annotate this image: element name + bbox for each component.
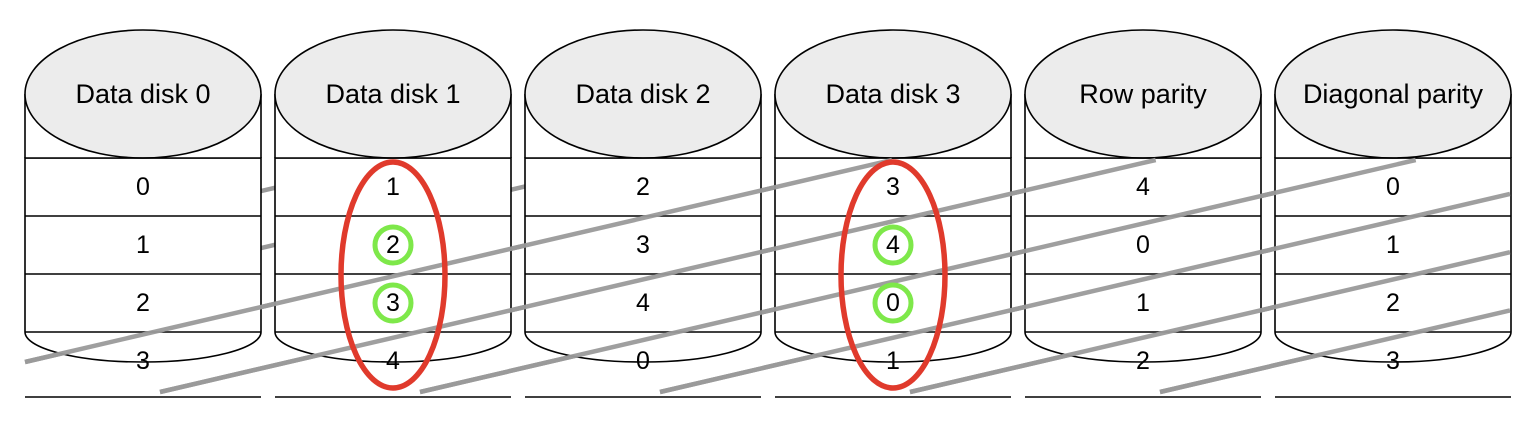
failed-disk-marker: [338, 159, 448, 391]
block-value: 2: [636, 173, 650, 201]
disk-4: Row parity 4 0 1 2: [1024, 29, 1262, 398]
recovered-block-marker: [872, 282, 914, 324]
block-value: 4: [886, 231, 900, 259]
diagonal-line-overlay: [419, 157, 1417, 395]
block-value: 0: [886, 289, 900, 317]
disk-body: [274, 157, 512, 363]
disk-label: Diagonal parity: [1303, 79, 1484, 109]
disk-body: [24, 157, 262, 363]
block-value: 3: [886, 173, 900, 201]
diagonal-line-overlay: [159, 157, 1157, 395]
block-value: 0: [136, 173, 150, 201]
recovered-block-marker: [372, 224, 414, 266]
block-value: 1: [1136, 289, 1150, 317]
block-value: 3: [636, 231, 650, 259]
diagonal-line-overlay: [659, 191, 1511, 395]
block-value: 4: [386, 347, 400, 375]
disk-body: [524, 157, 762, 363]
block-value: 4: [1136, 173, 1150, 201]
diagonal-line-overlay: [1159, 308, 1511, 395]
diagonal-line-overlay: [24, 157, 893, 365]
recovered-block-marker: [372, 282, 414, 324]
block-value: 1: [886, 347, 900, 375]
block-value: 2: [1136, 347, 1150, 375]
disk-label: Data disk 3: [825, 79, 960, 109]
disk-label: Row parity: [1079, 79, 1207, 109]
disk-label: Data disk 0: [75, 79, 210, 109]
block-value: 3: [1386, 347, 1400, 375]
block-value: 3: [386, 289, 400, 317]
block-value: 1: [386, 173, 400, 201]
block-value: 1: [136, 231, 150, 259]
block-value: 0: [636, 347, 650, 375]
block-value: 1: [1386, 231, 1400, 259]
diagonal-line-overlay: [909, 250, 1511, 395]
disk-label: Data disk 1: [325, 79, 460, 109]
highlight-markers: [338, 159, 948, 391]
disk-3: Data disk 3 3 4 0 1: [774, 29, 1012, 398]
disk-0: Data disk 0 0 1 2 3: [24, 29, 262, 398]
block-value: 0: [1136, 231, 1150, 259]
failed-disk-marker: [838, 159, 948, 391]
disk-2: Data disk 2 2 3 4 0: [524, 29, 762, 398]
disk-5: Diagonal parity 0 1 2 3: [1274, 29, 1512, 398]
block-value: 3: [136, 347, 150, 375]
block-value: 2: [386, 231, 400, 259]
block-value: 0: [1386, 173, 1400, 201]
disk-label: Data disk 2: [575, 79, 710, 109]
recovered-block-marker: [872, 224, 914, 266]
block-value: 2: [136, 289, 150, 317]
block-value: 2: [1386, 289, 1400, 317]
disk-1: Data disk 1 1 2 3 4: [274, 29, 512, 398]
block-value: 4: [636, 289, 650, 317]
